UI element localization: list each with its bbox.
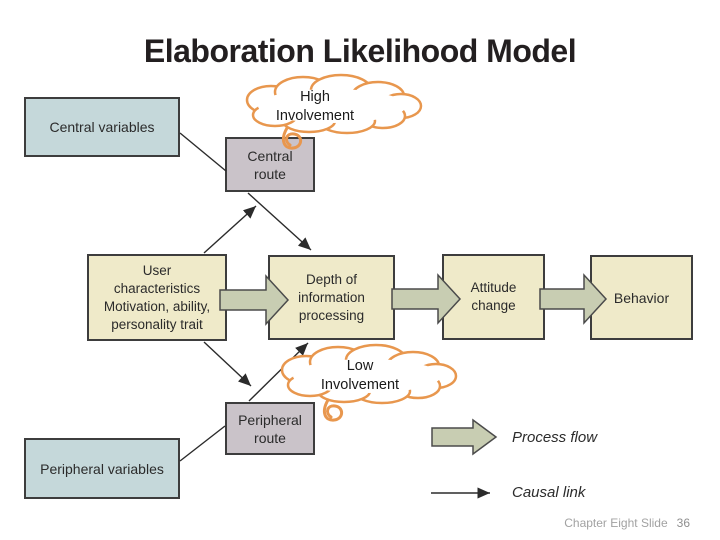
user-characteristics-line2: characteristics — [113, 280, 201, 296]
user-characteristics-box: User characteristics Motivation, ability… — [87, 254, 227, 341]
low-involvement-label: Low Involvement — [310, 357, 410, 395]
legend-process-flow-label: Process flow — [512, 429, 598, 446]
central-variables-box: Central variables — [24, 97, 180, 157]
peripheral-variables-box: Peripheral variables — [24, 438, 180, 499]
user-characteristics-line1: User — [142, 262, 172, 278]
slide-footer: Chapter Eight Slide 36 — [564, 516, 690, 530]
peripheral-variables-label: Peripheral variables — [40, 460, 164, 477]
peripheral-route-line1: Peripheral — [238, 411, 302, 428]
low-cloud-tail-icon — [322, 398, 344, 422]
attitude-line2: change — [471, 298, 516, 313]
behavior-label: Behavior — [613, 289, 670, 306]
slide-title: Elaboration Likelihood Model — [143, 33, 577, 69]
causal-link-central-route-to-depth — [247, 192, 312, 251]
footer-page-number: 36 — [676, 516, 690, 530]
central-route-label-line1: Central — [247, 147, 293, 164]
legend-causal-link-label: Causal link — [512, 484, 586, 501]
behavior-box: Behavior — [590, 255, 693, 340]
depth-line3: processing — [298, 307, 365, 323]
depth-of-processing-box: Depth of information processing — [268, 255, 395, 340]
central-variables-label: Central variables — [49, 119, 155, 135]
depth-line1: Depth of — [305, 271, 358, 287]
causal-link-peripheral-variables-to-peripheral-route — [179, 425, 226, 462]
depth-line2: information — [298, 289, 365, 305]
peripheral-route-box: Peripheral route — [225, 402, 315, 455]
footer-chapter-text: Chapter Eight Slide — [564, 516, 668, 530]
low-involvement-line2: Involvement — [320, 377, 400, 393]
causal-link-central-variables-to-central-route — [179, 132, 227, 172]
attitude-line1: Attitude — [470, 280, 517, 295]
low-involvement-line1: Low — [346, 358, 374, 374]
high-involvement-line2: Involvement — [275, 108, 355, 124]
user-characteristics-line4: personality trait — [111, 316, 203, 332]
central-route-label-line2: route — [254, 165, 286, 182]
central-route-box: Central route — [225, 137, 315, 192]
attitude-change-box: Attitude change — [442, 254, 545, 340]
legend-process-flow-arrow-icon — [431, 418, 498, 456]
high-involvement-line1: High — [300, 89, 330, 105]
high-involvement-label: High Involvement — [265, 88, 365, 126]
user-characteristics-line3: Motivation, ability, — [103, 298, 211, 314]
peripheral-route-line2: route — [254, 429, 286, 446]
causal-link-user-to-peripheral-route — [203, 341, 252, 387]
causal-link-peripheral-route-to-depth — [248, 342, 309, 402]
causal-link-user-to-central-route — [203, 205, 257, 254]
